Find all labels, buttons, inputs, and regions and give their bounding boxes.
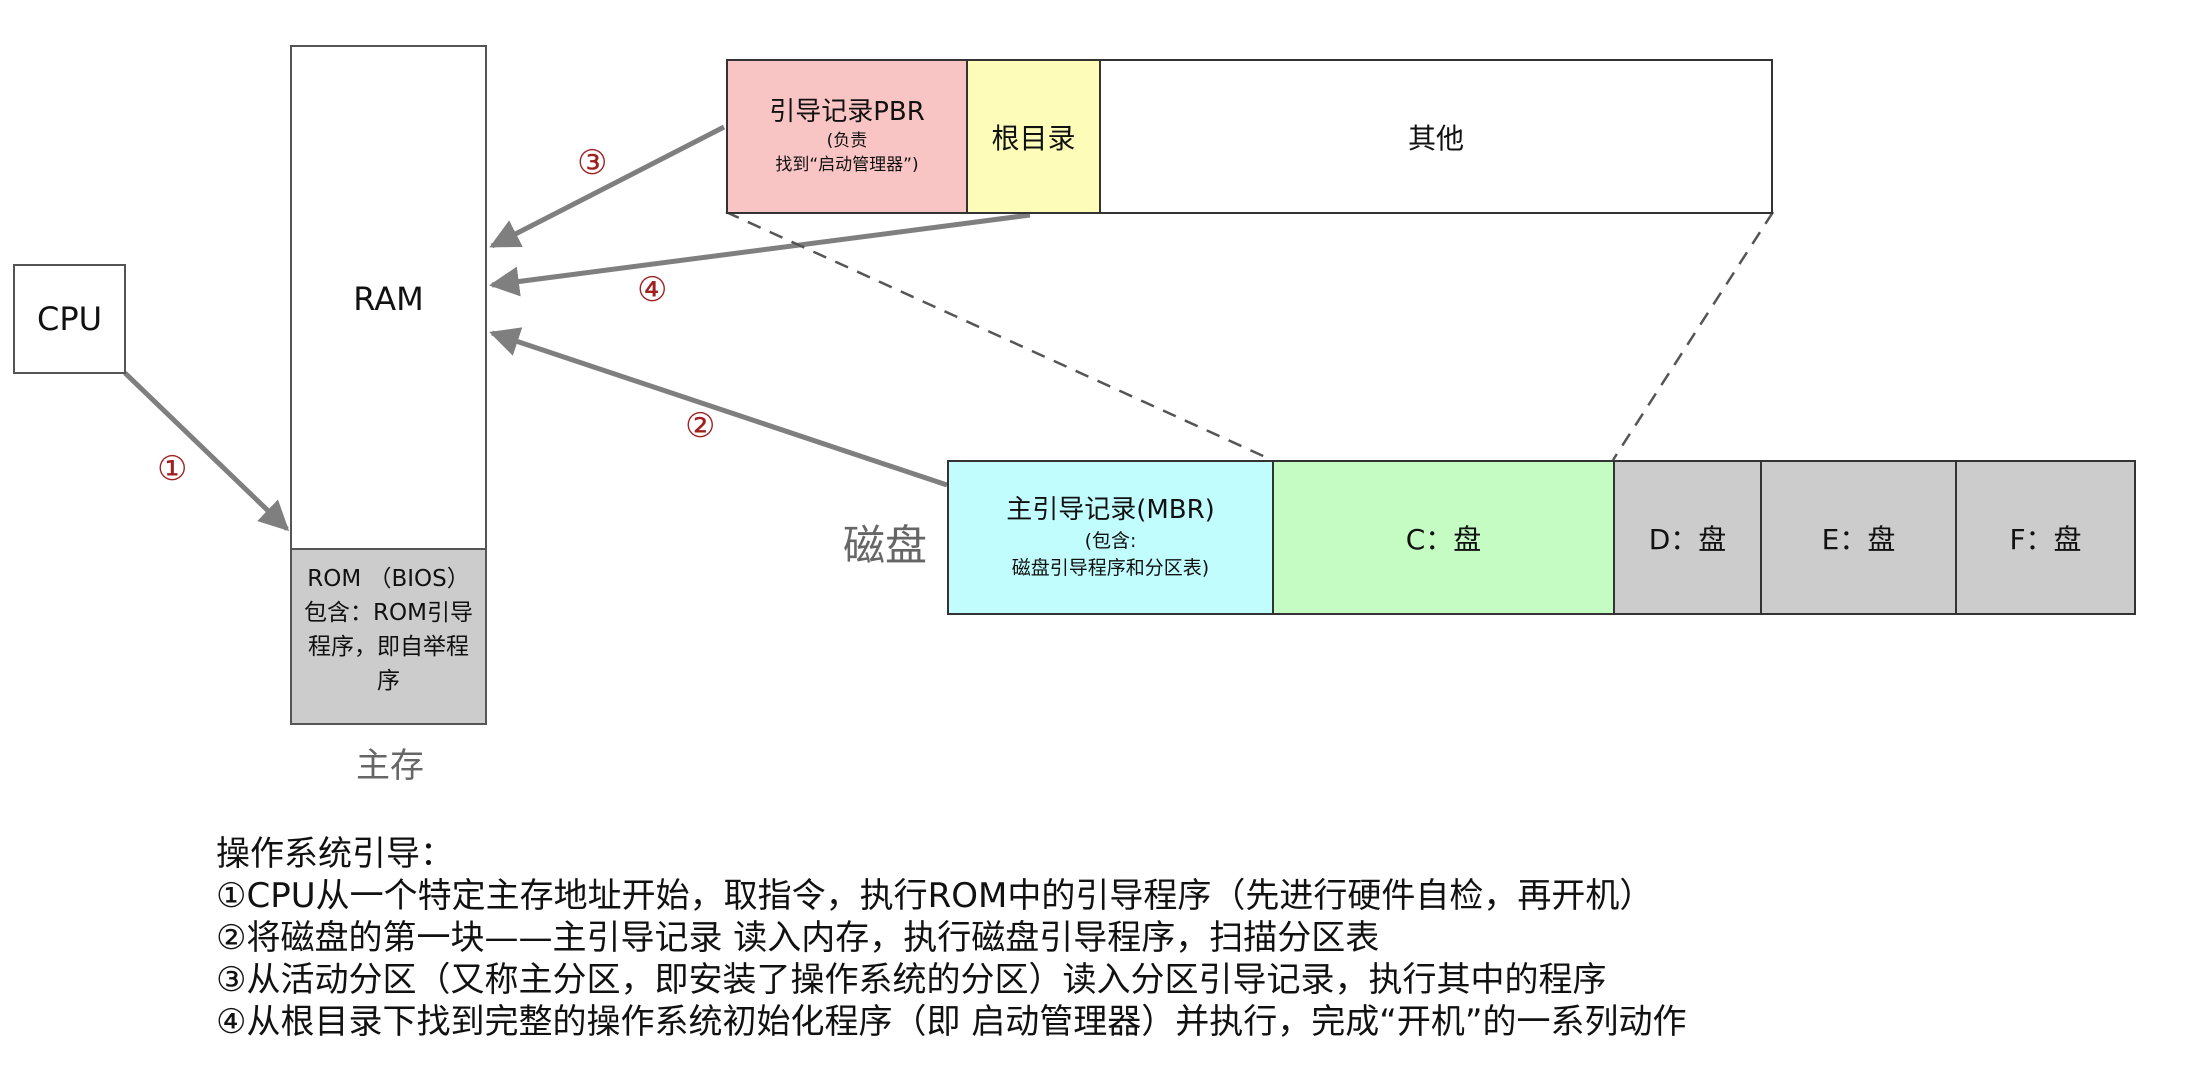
zoom-line-right	[1611, 211, 1775, 461]
description-title: 操作系统引导：	[216, 834, 454, 874]
f-drive-box: F：盘	[1955, 460, 2136, 615]
e-drive-box: E：盘	[1760, 460, 1957, 615]
mbr-note: (包含: 磁盘引导程序和分区表)	[1011, 530, 1210, 580]
root-directory-label: 根目录	[991, 121, 1076, 155]
description-line-3: ③从活动分区（又称主分区，即安装了操作系统的分区）读入分区引导记录，执行其中的程…	[216, 960, 1607, 1000]
root-directory-box: 根目录	[966, 59, 1101, 214]
cpu-label: CPU	[36, 300, 103, 338]
step-4-marker: ④	[637, 270, 668, 310]
description-line-2: ②将磁盘的第一块——主引导记录 读入内存，执行磁盘引导程序，扫描分区表	[216, 918, 1380, 958]
pbr-label: 引导记录PBR	[769, 97, 925, 128]
arrow-step-2	[489, 327, 948, 488]
description-line-4: ④从根目录下找到完整的操作系统初始化程序（即 启动管理器）并执行，完成“开机”的…	[216, 1002, 1687, 1042]
other-box: 其他	[1099, 59, 1773, 214]
f-drive-label: F：盘	[2009, 522, 2082, 556]
pbr-box: 引导记录PBR (负责 找到“启动管理器”)	[726, 59, 968, 214]
pbr-note: (负责 找到“启动管理器”)	[775, 131, 919, 176]
e-drive-label: E：盘	[1821, 522, 1896, 556]
mbr-label: 主引导记录(MBR)	[1006, 495, 1215, 526]
zoom-line-left	[725, 210, 1273, 462]
rom-label: ROM （BIOS） 包含：ROM引导 程序，即自举程 序	[304, 566, 473, 694]
arrow-step-1	[123, 371, 290, 532]
mbr-box: 主引导记录(MBR) (包含: 磁盘引导程序和分区表)	[947, 460, 1274, 615]
c-drive-box: C：盘	[1272, 460, 1615, 615]
d-drive-box: D：盘	[1613, 460, 1762, 615]
step-1-marker: ①	[157, 449, 188, 489]
step-3-marker: ③	[577, 143, 608, 183]
rom-box: ROM （BIOS） 包含：ROM引导 程序，即自举程 序	[290, 548, 487, 725]
disk-caption: 磁盘	[842, 521, 927, 570]
arrow-step-4	[489, 212, 1031, 297]
description-line-1: ①CPU从一个特定主存地址开始，取指令，执行ROM中的引导程序（先进行硬件自检，…	[216, 876, 1654, 916]
other-label: 其他	[1407, 121, 1464, 155]
c-drive-label: C：盘	[1405, 522, 1482, 556]
ram-label: RAM	[353, 280, 424, 318]
boot-description: 操作系统引导： ①CPU从一个特定主存地址开始，取指令，执行ROM中的引导程序（…	[216, 833, 1687, 1043]
d-drive-label: D：盘	[1648, 522, 1727, 556]
main-memory-caption: 主存	[356, 746, 424, 786]
step-2-marker: ②	[685, 406, 716, 446]
arrow-step-3	[489, 124, 726, 249]
ram-box: RAM	[290, 45, 487, 550]
cpu-box: CPU	[13, 264, 126, 374]
